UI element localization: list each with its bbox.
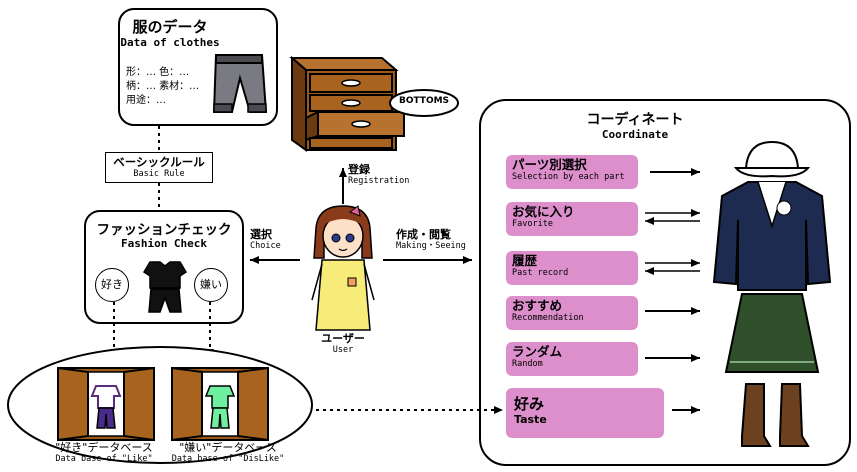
like-db-jp: "好き"データベース (55, 441, 153, 454)
registration-en: Registration (348, 176, 410, 186)
skirt-icon (724, 293, 820, 373)
dislike-db-jp: "嫌い"データベース (179, 441, 277, 454)
option-en: Recommendation (512, 313, 584, 323)
option-en: Selection by each part (512, 172, 625, 182)
option-jp: パーツ別選択 (512, 157, 587, 172)
boots-icon (741, 383, 810, 447)
option-jp: ランダム (512, 344, 563, 359)
making-label: 作成・閲覧 Making・Seeing (396, 228, 466, 252)
outfit-icon (142, 261, 188, 313)
fashion-check-title: ファッションチェック (96, 222, 232, 238)
registration-jp: 登録 (348, 163, 370, 176)
coordinate-title-jp: コーディネート (586, 112, 684, 128)
basic-rule-jp: ベーシックルール (113, 155, 205, 169)
option-favorite[interactable]: お気に入り Favorite (506, 202, 638, 236)
option-en: Past record (512, 268, 569, 278)
choice-label: 選択 Choice (250, 228, 281, 252)
user-label: ユーザー User (313, 332, 373, 356)
clothes-data-attributes: 形：… 色：… 柄：… 素材：… 用途：… (126, 66, 199, 108)
option-jp: おすすめ (512, 298, 563, 313)
like-wardrobe-icon (57, 366, 155, 442)
coordinate-title: コーディネート Coordinate (560, 112, 710, 141)
coordinate-title-en: Coordinate (601, 128, 669, 141)
choice-en: Choice (250, 241, 281, 251)
option-en: Random (512, 359, 543, 369)
like-db-en: Data base of "Like" (55, 454, 153, 464)
bottoms-badge: BOTTOMS (398, 96, 450, 106)
hat-icon (733, 140, 811, 178)
jacket-icon (712, 181, 832, 291)
dislike-db-en: Data base of "DisLike" (171, 454, 285, 464)
bottoms-badge-bubble (389, 89, 459, 117)
like-badge: 好き (95, 268, 129, 302)
option-past-record[interactable]: 履歴 Past record (506, 251, 638, 285)
registration-label: 登録 Registration (348, 163, 409, 187)
attr-line: 用途：… (126, 95, 166, 106)
option-jp: お気に入り (512, 204, 575, 219)
pants-icon (212, 54, 268, 113)
clothes-data-subtitle: Data of clothes (120, 36, 220, 49)
option-taste[interactable]: 好み Taste (506, 388, 664, 438)
dislike-badge: 嫌い (194, 268, 228, 302)
basic-rule-en: Basic Rule (133, 169, 185, 179)
option-recommendation[interactable]: おすすめ Recommendation (506, 296, 638, 330)
clothes-data-box: 服のデータ Data of clothes 形：… 色：… 柄：… 素材：… 用… (118, 8, 278, 126)
choice-jp: 選択 (250, 228, 272, 241)
dislike-db-label: "嫌い"データベース Data base of "DisLike" (158, 442, 298, 465)
user-en: User (332, 345, 354, 355)
option-jp: 好み (514, 395, 545, 413)
option-selection-by-part[interactable]: パーツ別選択 Selection by each part (506, 155, 638, 189)
making-jp: 作成・閲覧 (396, 228, 451, 241)
making-en: Making・Seeing (396, 241, 466, 251)
option-jp: 履歴 (512, 253, 538, 268)
fashion-check-subtitle: Fashion Check (120, 237, 208, 250)
user-figure-icon (311, 205, 375, 331)
user-jp: ユーザー (321, 332, 365, 345)
option-en: Favorite (512, 219, 553, 229)
coordinate-panel (479, 99, 851, 466)
dislike-wardrobe-icon (171, 366, 269, 442)
option-random[interactable]: ランダム Random (506, 342, 638, 376)
drawer-cabinet-icon (289, 55, 405, 152)
option-en: Taste (514, 413, 547, 426)
attr-line: 形：… 色：… (126, 67, 190, 78)
attr-line: 柄：… 素材：… (126, 81, 200, 92)
basic-rule-box: ベーシックルール Basic Rule (105, 152, 213, 183)
clothes-data-title: 服のデータ (132, 18, 208, 36)
coordinate-arrows (645, 168, 700, 414)
like-db-label: "好き"データベース Data base of "Like" (34, 442, 174, 465)
fashion-check-box: ファッションチェック Fashion Check (84, 210, 244, 324)
